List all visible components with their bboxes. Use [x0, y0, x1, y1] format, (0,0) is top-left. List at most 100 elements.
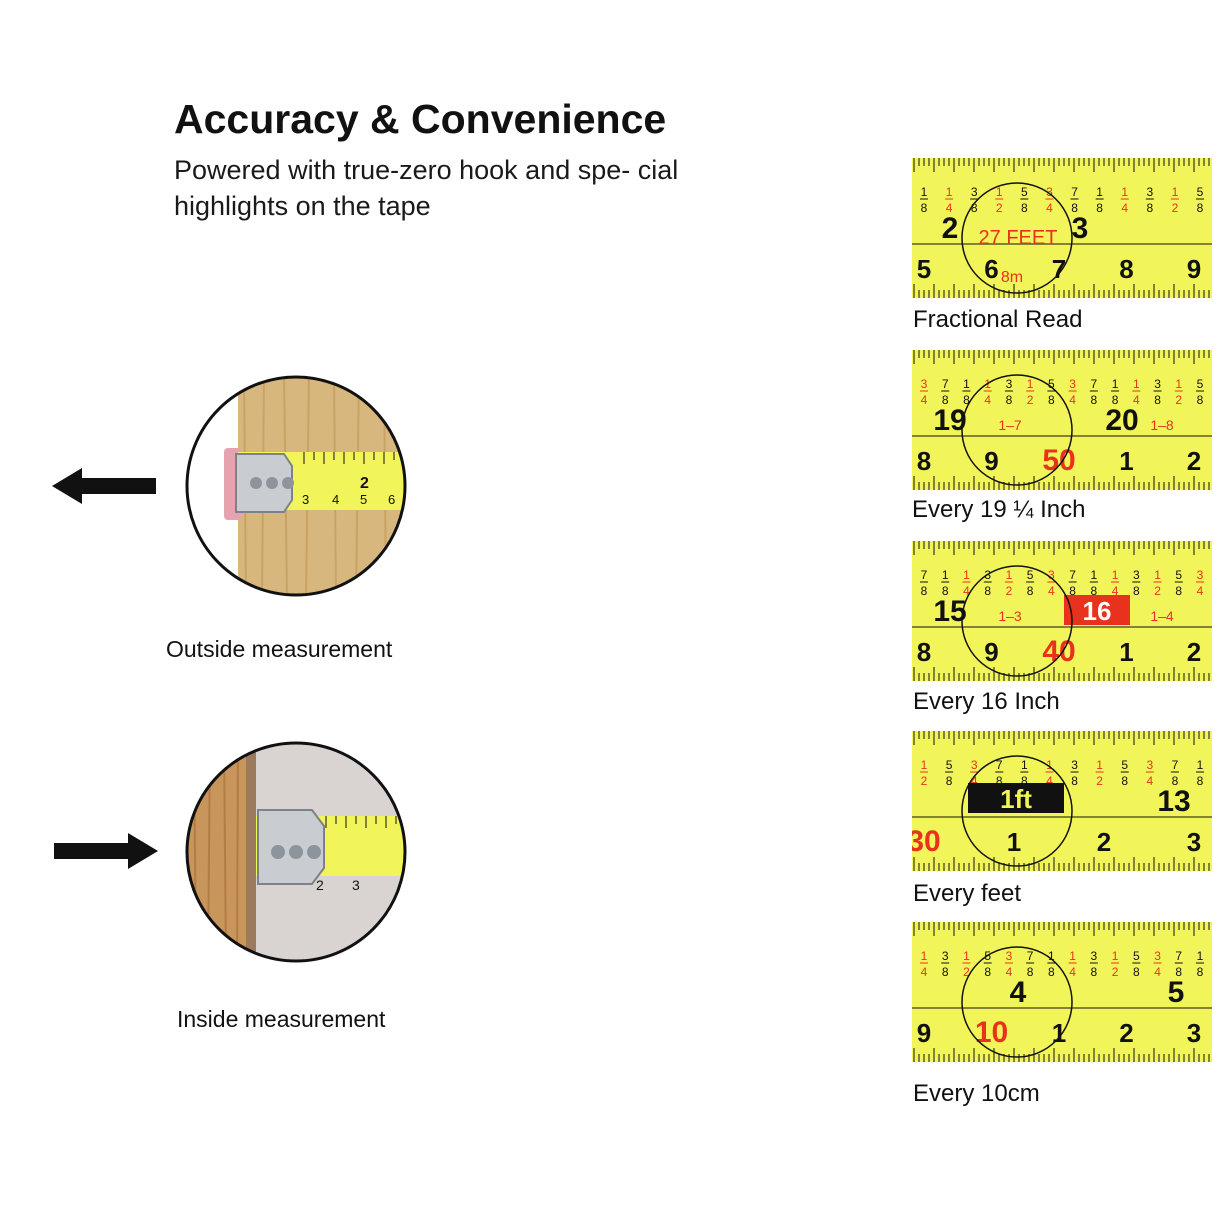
fraction-numerator: 1: [942, 568, 949, 582]
metric-label: 8m: [1001, 269, 1023, 286]
fraction-numerator: 3: [1197, 568, 1204, 582]
fraction-numerator: 7: [1027, 949, 1034, 963]
fraction-numerator: 1: [1048, 949, 1055, 963]
fraction-denominator: 8: [996, 774, 1003, 788]
fraction-denominator: 8: [1021, 201, 1028, 215]
fraction-denominator: 4: [963, 584, 970, 598]
fraction-denominator: 4: [1069, 393, 1076, 407]
fraction-numerator: 1: [1133, 377, 1140, 391]
foot-mark-label: 1–7: [998, 417, 1022, 433]
fraction-denominator: 2: [1027, 393, 1034, 407]
fraction-denominator: 4: [1133, 393, 1140, 407]
fraction-denominator: 8: [1006, 393, 1013, 407]
page-title: Accuracy & Convenience: [174, 96, 667, 142]
outside-measurement-caption: Outside measurement: [166, 636, 393, 662]
inside-measurement-caption: Inside measurement: [177, 1006, 386, 1032]
cm-number: 8: [917, 446, 931, 476]
fraction-numerator: 7: [1172, 758, 1179, 772]
fraction-denominator: 8: [963, 393, 970, 407]
tape-background: [912, 158, 1212, 298]
fraction-numerator: 3: [1146, 758, 1153, 772]
fraction-denominator: 2: [1172, 201, 1179, 215]
svg-text:2: 2: [316, 877, 324, 893]
fraction-numerator: 3: [1091, 949, 1098, 963]
fraction-denominator: 2: [1175, 393, 1182, 407]
fraction-denominator: 8: [942, 584, 949, 598]
magnifier-circle: [961, 565, 1073, 677]
fraction-numerator: 3: [1154, 377, 1161, 391]
fraction-denominator: 8: [1197, 393, 1204, 407]
stud-marker: [1064, 595, 1130, 625]
cm-number: 40: [1042, 635, 1075, 668]
fraction-denominator: 4: [1006, 965, 1013, 979]
fraction-denominator: 8: [1027, 584, 1034, 598]
fraction-numerator: 3: [1048, 568, 1055, 582]
tape-background: [912, 922, 1212, 1062]
fraction-denominator: 8: [1027, 965, 1034, 979]
fraction-numerator: 1: [921, 185, 928, 199]
svg-text:5: 5: [360, 492, 367, 507]
fraction-numerator: 7: [921, 568, 928, 582]
fraction-denominator: 8: [946, 774, 953, 788]
inch-number: 4: [1010, 976, 1027, 1009]
foot-marker-label: 1ft: [1000, 784, 1032, 814]
fraction-numerator: 7: [1069, 568, 1076, 582]
fraction-numerator: 1: [1021, 758, 1028, 772]
fraction-numerator: 1: [1112, 377, 1119, 391]
fraction-denominator: 8: [1121, 774, 1128, 788]
fraction-denominator: 2: [963, 965, 970, 979]
cm-number: 9: [984, 446, 998, 476]
fraction-denominator: 2: [1154, 584, 1161, 598]
cm-number: 2: [1097, 827, 1111, 857]
fraction-denominator: 4: [971, 774, 978, 788]
fraction-numerator: 1: [963, 949, 970, 963]
fraction-denominator: 8: [1197, 201, 1204, 215]
fraction-numerator: 3: [1006, 377, 1013, 391]
magnifier-circle: [961, 374, 1073, 486]
fraction-denominator: 8: [921, 201, 928, 215]
fraction-numerator: 7: [942, 377, 949, 391]
fraction-denominator: 4: [1069, 965, 1076, 979]
fraction-numerator: 5: [1121, 758, 1128, 772]
foot-marker: [968, 783, 1064, 813]
fraction-numerator: 3: [1133, 568, 1140, 582]
tape-background: [912, 350, 1212, 490]
fraction-numerator: 1: [1096, 758, 1103, 772]
fraction-numerator: 3: [971, 185, 978, 199]
cm-number: 3: [1187, 827, 1201, 857]
fraction-denominator: 8: [1091, 965, 1098, 979]
fraction-denominator: 8: [1091, 393, 1098, 407]
fraction-numerator: 1: [1172, 185, 1179, 199]
inch-number: 20: [1105, 404, 1138, 437]
tape-caption-every-feet: Every feet: [913, 880, 1022, 907]
fraction-denominator: 8: [921, 584, 928, 598]
fraction-numerator: 5: [1021, 185, 1028, 199]
fraction-denominator: 8: [984, 584, 991, 598]
fraction-denominator: 8: [1069, 584, 1076, 598]
fraction-denominator: 8: [1133, 584, 1140, 598]
fraction-numerator: 1: [921, 949, 928, 963]
fraction-denominator: 4: [1121, 201, 1128, 215]
fraction-denominator: 8: [942, 965, 949, 979]
fraction-denominator: 8: [1112, 393, 1119, 407]
fraction-numerator: 5: [1197, 377, 1204, 391]
fraction-numerator: 5: [1048, 377, 1055, 391]
cm-number: 50: [1042, 444, 1075, 477]
fraction-numerator: 1: [1197, 758, 1204, 772]
inch-number: 19: [933, 404, 966, 437]
fraction-denominator: 8: [1146, 201, 1153, 215]
fraction-numerator: 1: [946, 185, 953, 199]
fraction-numerator: 3: [921, 377, 928, 391]
inch-number: 2: [942, 212, 959, 245]
stud-marker-label: 16: [1083, 596, 1112, 626]
cm-number: 9: [917, 1018, 931, 1048]
cm-number: 10: [975, 1016, 1008, 1049]
fraction-numerator: 5: [1133, 949, 1140, 963]
cm-number: 2: [1187, 637, 1201, 667]
cm-number: 2: [1187, 446, 1201, 476]
